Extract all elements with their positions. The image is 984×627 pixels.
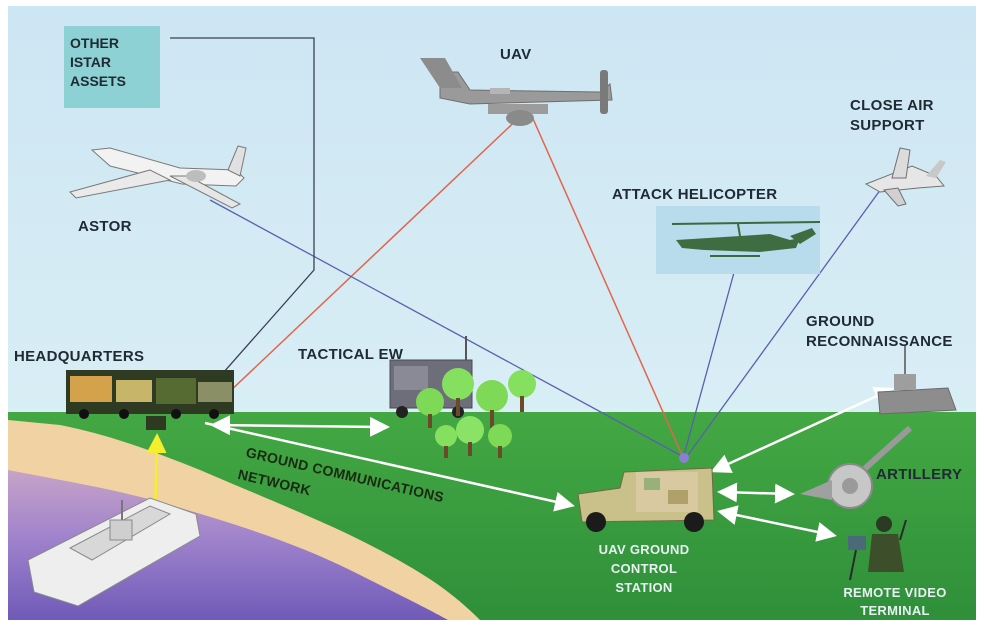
link-gcs-rvt bbox=[717, 505, 837, 542]
uav-icon bbox=[420, 58, 613, 126]
other-istar-line3: ASSETS bbox=[70, 73, 127, 89]
tree-icon bbox=[488, 424, 512, 458]
close-air-support-line2: SUPPORT bbox=[850, 117, 925, 134]
link-hq-gcs bbox=[204, 421, 575, 512]
close-air-support-line1: CLOSE AIR bbox=[850, 97, 934, 114]
other-istar-box bbox=[64, 26, 160, 108]
uav-gcs-label: UAV GROUND CONTROL STATION bbox=[584, 540, 704, 597]
radar-dish-icon bbox=[800, 425, 913, 509]
other-istar-line1: OTHER bbox=[70, 35, 119, 51]
link-heli-gcs bbox=[683, 257, 739, 456]
humvee-icon bbox=[577, 453, 715, 532]
tree-icon bbox=[442, 368, 474, 416]
tree-icon bbox=[416, 388, 444, 428]
other-istar-line2: ISTAR bbox=[70, 54, 111, 70]
uav-gcs-line3: STATION bbox=[615, 580, 673, 595]
link-astor-gcs bbox=[209, 199, 681, 456]
uav-gcs-line1: UAV GROUND bbox=[598, 542, 690, 557]
tree-icon bbox=[456, 416, 484, 456]
uav-gcs-line2: CONTROL bbox=[610, 561, 678, 576]
link-gcs-recon bbox=[710, 387, 895, 473]
tree-icon bbox=[476, 380, 508, 428]
uav-label: UAV bbox=[500, 46, 532, 63]
astor-aircraft-icon bbox=[69, 145, 247, 209]
close-air-support-label: CLOSE AIR SUPPORT bbox=[850, 96, 934, 136]
soldier-terminal-icon bbox=[848, 516, 907, 581]
ground-links bbox=[146, 387, 895, 542]
tree-icon bbox=[508, 370, 536, 412]
tree-group bbox=[416, 368, 536, 458]
link-gcs-artillery bbox=[717, 482, 795, 504]
tree-icon bbox=[435, 425, 457, 458]
headquarters-vehicles-icon bbox=[66, 370, 234, 430]
rvt-line1: REMOTE VIDEO bbox=[843, 585, 947, 600]
tactical-ew-label: TACTICAL EW bbox=[298, 346, 404, 363]
headquarters-label: HEADQUARTERS bbox=[14, 348, 145, 365]
rvt-line2: TERMINAL bbox=[860, 603, 930, 618]
ship-icon bbox=[27, 497, 201, 607]
ground-reconnaissance-label: GROUND RECONNAISSANCE bbox=[806, 312, 953, 352]
other-istar-label: OTHER ISTAR ASSETS bbox=[70, 34, 126, 91]
astor-label: ASTOR bbox=[78, 218, 132, 235]
data-links bbox=[170, 37, 887, 456]
link-uav-gcs bbox=[529, 111, 683, 456]
link-hq-ew bbox=[210, 415, 390, 437]
attack-helicopter-label: ATTACK HELICOPTER bbox=[612, 186, 778, 203]
ground-reconnaissance-line2: RECONNAISSANCE bbox=[806, 333, 953, 350]
artillery-label: ARTILLERY bbox=[876, 466, 963, 483]
recon-vehicle-icon bbox=[877, 346, 957, 415]
remote-video-terminal-label: REMOTE VIDEO TERMINAL bbox=[828, 584, 962, 620]
fighter-jet-icon bbox=[864, 147, 946, 207]
link-istar-hq bbox=[170, 37, 315, 391]
ground-reconnaissance-line1: GROUND bbox=[806, 313, 875, 330]
attack-helicopter-icon bbox=[656, 206, 821, 274]
link-uav-hq bbox=[225, 111, 526, 396]
